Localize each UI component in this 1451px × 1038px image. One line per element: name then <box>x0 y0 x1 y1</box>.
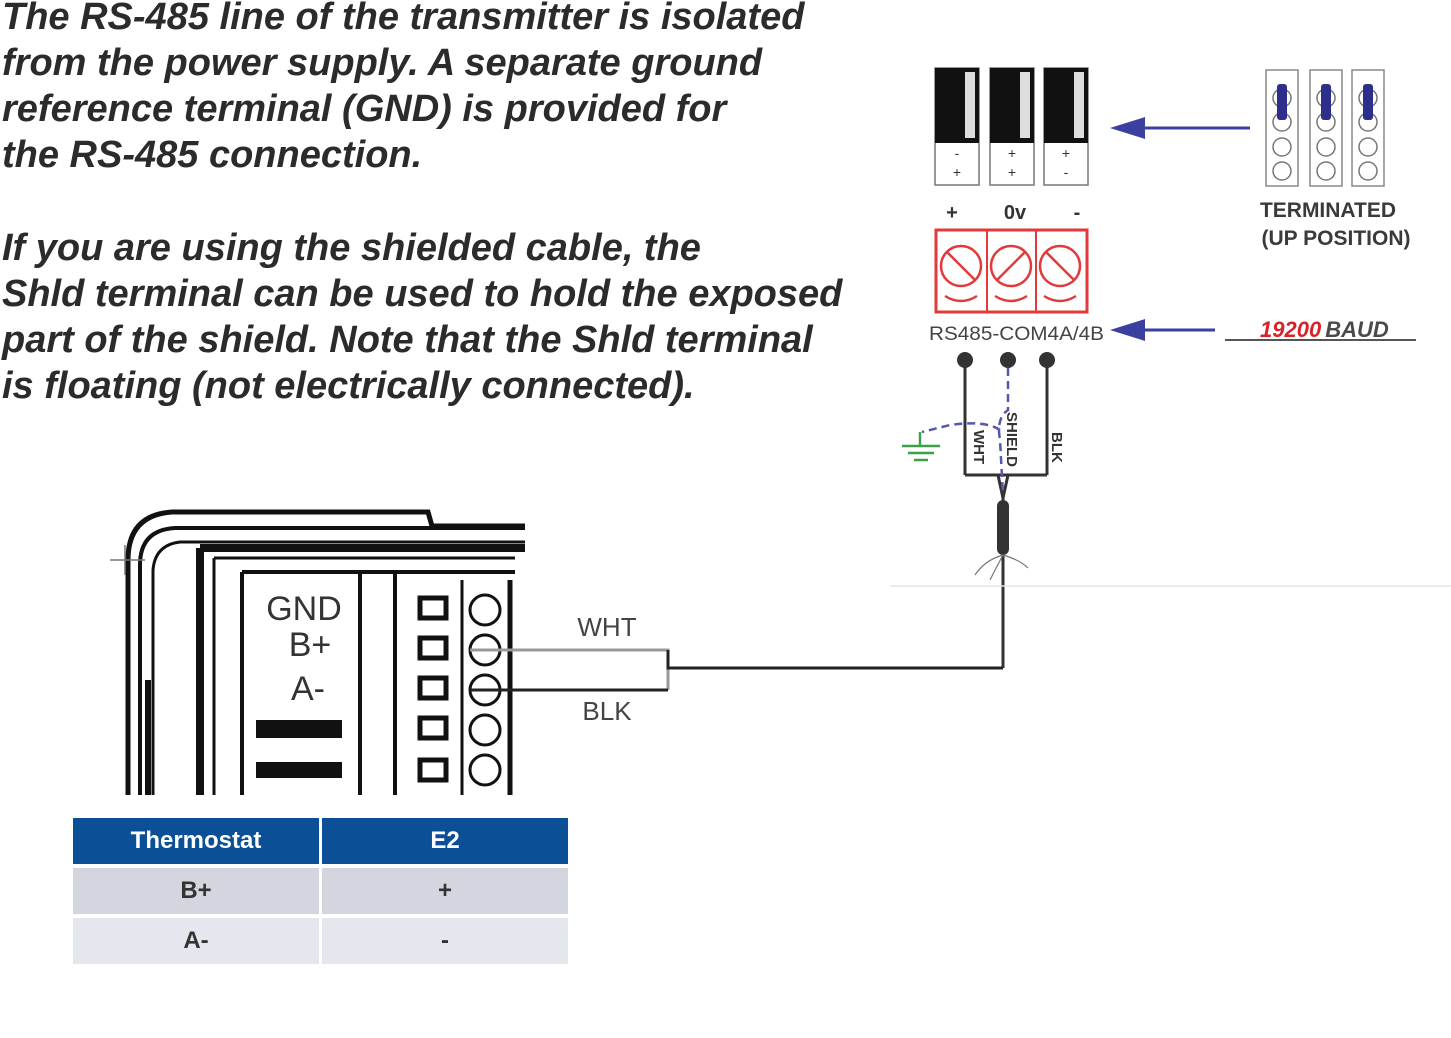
terminal-sign-plus: + <box>946 202 958 224</box>
wire-label-wht: WHT <box>577 612 636 642</box>
table-header-thermostat: Thermostat <box>73 818 319 864</box>
table-header-e2: E2 <box>322 818 568 864</box>
shield-to-ground <box>921 422 1001 434</box>
cable-label-blk: BLK <box>1048 432 1065 463</box>
table-cell: B+ <box>73 868 319 914</box>
terminal-dot-plus <box>957 352 973 368</box>
terminal-dot-minus <box>1039 352 1055 368</box>
isolation-note: The RS-485 line of the transmitter is is… <box>2 0 804 178</box>
isolation-note-line-2: from the power supply. A separate ground <box>2 42 763 84</box>
terminated-label-line1: TERMINATED <box>1260 199 1396 222</box>
terminal-dot-0v <box>1000 352 1016 368</box>
terminal-bar-2 <box>256 762 342 778</box>
terminal-sign-0v: 0v <box>1004 202 1027 224</box>
terminal-screws <box>468 593 502 787</box>
terminated-label-line2: (UP POSITION) <box>1262 227 1411 250</box>
terminal-label-gnd: GND <box>266 590 342 628</box>
jumper-1-sign-bottom: + <box>953 164 961 180</box>
shield-note-line-4: is floating (not electrically connected)… <box>2 365 695 407</box>
arrow-to-com-port <box>1110 319 1215 341</box>
jumper-2-sign-top: + <box>1008 145 1016 161</box>
terminal-label-a-minus: A- <box>291 670 325 708</box>
ground-icon <box>902 432 940 462</box>
isolation-note-line-4: the RS-485 connection. <box>2 134 423 176</box>
terminal-label-b-plus: B+ <box>289 626 332 664</box>
shield-note: If you are using the shielded cable, the… <box>2 225 842 409</box>
termination-pins <box>1265 69 1385 187</box>
shield-note-line-2: Shld terminal can be used to hold the ex… <box>2 273 843 315</box>
baud-rate-value: 19200 <box>1260 317 1322 342</box>
thermostat-wires <box>470 648 1003 692</box>
isolation-note-line-1: The RS-485 line of the transmitter is is… <box>2 0 805 38</box>
table-row: A- - <box>73 918 568 964</box>
wiring-map-table: Thermostat E2 B+ + A- - <box>70 814 571 968</box>
jumper-1-sign-top: - <box>955 145 960 161</box>
cable-frayed-end <box>974 554 1029 581</box>
cable-label-shield: SHIELD <box>1003 412 1020 467</box>
jumper-2-sign-bottom: + <box>1008 164 1016 180</box>
terminal-sign-minus: - <box>1074 202 1081 224</box>
cable-label-wht: WHT <box>970 430 987 464</box>
cable-jacket <box>997 500 1009 555</box>
arrow-to-jumpers <box>1110 117 1250 139</box>
wire-label-blk: BLK <box>582 696 632 726</box>
shield-note-line-3: part of the shield. Note that the Shld t… <box>2 319 813 361</box>
jumper-block-3: + - <box>1043 67 1089 186</box>
table-cell: - <box>322 918 568 964</box>
terminal-squares <box>417 595 449 783</box>
jumper-block-2: + + <box>989 67 1035 186</box>
isolation-note-line-3: reference terminal (GND) is provided for <box>2 88 727 130</box>
com-port-label: RS485-COM4A/4B <box>929 324 1104 345</box>
crosshair-icon <box>110 545 145 575</box>
jumper-3-sign-top: + <box>1062 145 1070 161</box>
table-cell: A- <box>73 918 319 964</box>
jumper-block-1: - + <box>934 67 980 186</box>
table-row: B+ + <box>73 868 568 914</box>
shield-drain-wire <box>997 368 1010 496</box>
terminal-bar-1 <box>256 720 342 738</box>
thermostat-housing <box>125 509 525 795</box>
baud-rate-unit: BAUD <box>1325 317 1389 342</box>
rs485-terminal-block <box>934 228 1089 314</box>
shield-note-line-1: If you are using the shielded cable, the <box>2 227 701 269</box>
jumper-3-sign-bottom: - <box>1064 164 1069 180</box>
table-cell: + <box>322 868 568 914</box>
